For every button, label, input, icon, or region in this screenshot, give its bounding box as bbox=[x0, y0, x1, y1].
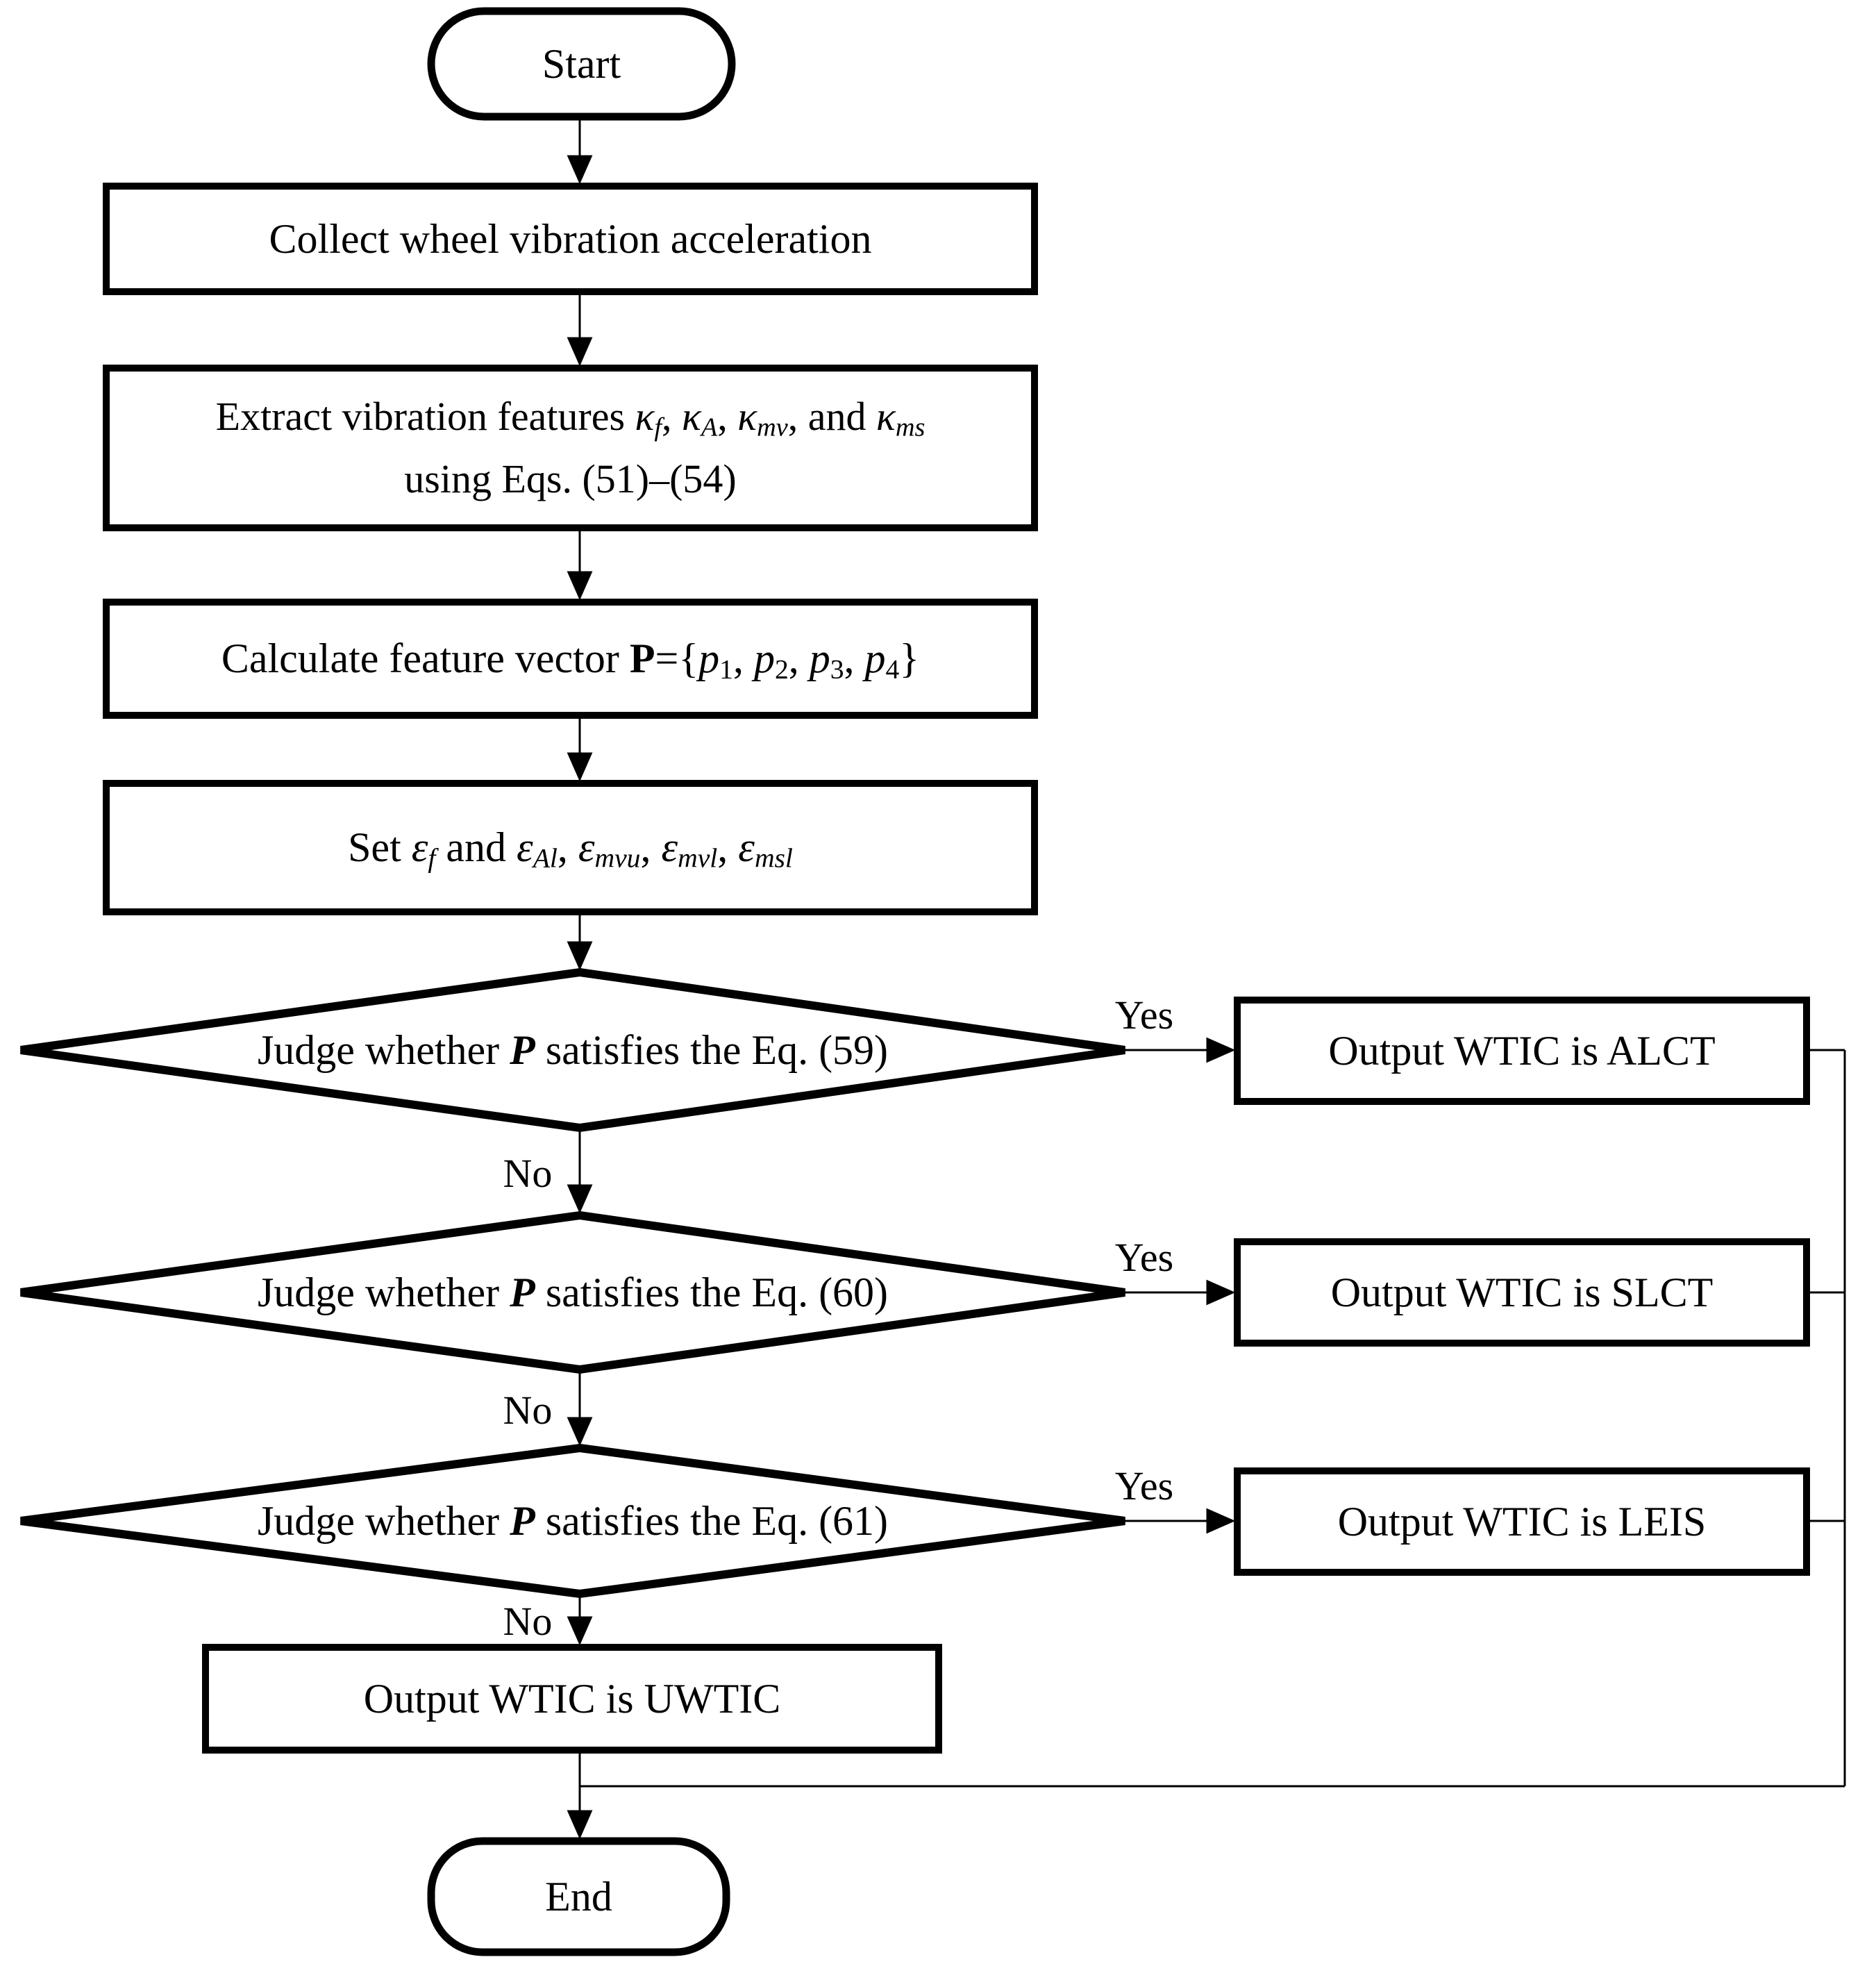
output-leis-label: Output WTIC is LEIS bbox=[1337, 1498, 1707, 1545]
judge3-label: Judge whether P satisfies the Eq. (61) bbox=[257, 1497, 889, 1544]
end-terminator-shape bbox=[427, 1837, 730, 1956]
collect-label: Collect wheel vibration acceleration bbox=[269, 215, 872, 262]
judge2-label: Judge whether P satisfies the Eq. (60) bbox=[257, 1269, 889, 1315]
output-leis-box-shape bbox=[1234, 1467, 1810, 1576]
end-label: End bbox=[545, 1873, 612, 1920]
start-label: Start bbox=[542, 40, 621, 87]
judge1-label: Judge whether P satisfies the Eq. (59) bbox=[257, 1026, 889, 1073]
calc-box-shape bbox=[103, 599, 1038, 719]
output-uwtic-label: Output WTIC is UWTIC bbox=[363, 1675, 781, 1722]
set-box-shape bbox=[103, 780, 1038, 915]
extract-label-line2: using Eqs. (51)–(54) bbox=[404, 456, 737, 502]
no-label-judge1: No bbox=[503, 1151, 553, 1197]
no-label-judge2: No bbox=[503, 1388, 553, 1433]
output-alct-label: Output WTIC is ALCT bbox=[1328, 1027, 1716, 1074]
no-label-judge3: No bbox=[503, 1599, 553, 1645]
yes-label-judge2: Yes bbox=[1114, 1235, 1174, 1281]
extract-box-shape bbox=[103, 365, 1038, 531]
extract-label: Extract vibration features κf, κA, κmv, … bbox=[106, 368, 1035, 528]
set-label: Set εf and εAl, εmvu, εmvl, εmsl bbox=[348, 824, 793, 874]
collect-box-shape bbox=[103, 183, 1038, 295]
extract-label-line1: Extract vibration features κf, κA, κmv, … bbox=[215, 393, 926, 442]
output-slct-label: Output WTIC is SLCT bbox=[1330, 1269, 1714, 1315]
yes-label-judge1: Yes bbox=[1114, 992, 1174, 1038]
output-uwtic-box-shape bbox=[202, 1644, 942, 1754]
start-terminator-shape bbox=[427, 7, 736, 121]
calc-label: Calculate feature vector P={p1, p2, p3, … bbox=[221, 635, 920, 685]
output-slct-box-shape bbox=[1234, 1238, 1810, 1347]
output-alct-box-shape bbox=[1234, 997, 1810, 1105]
yes-label-judge3: Yes bbox=[1114, 1463, 1174, 1509]
